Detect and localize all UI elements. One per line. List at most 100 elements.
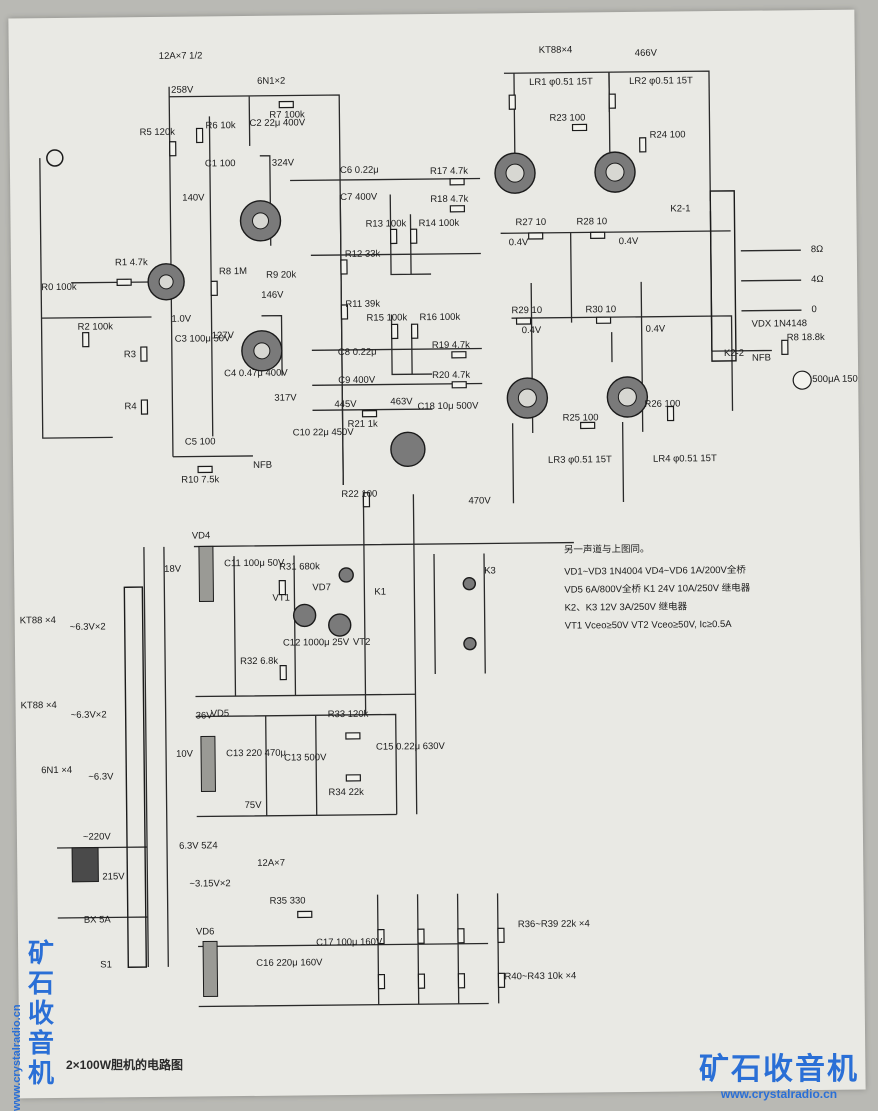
rectifier-tube-5z4	[390, 431, 426, 467]
component-label: NFB	[253, 460, 272, 471]
component-label: R19 4.7k	[432, 340, 470, 351]
component-label: R14 100k	[418, 218, 459, 229]
voltage-label: 463V	[390, 396, 413, 407]
component-label: R12 33k	[345, 249, 381, 260]
component-label: C10 22μ 450V	[293, 427, 355, 439]
component-label: LR1 φ0.51 15T	[529, 76, 593, 88]
component-label: VD5	[211, 708, 230, 719]
component-label: K3	[484, 565, 496, 576]
component-label: R27 10	[515, 217, 546, 228]
component-label: R3	[124, 349, 136, 360]
note-line: K2、K3 12V 3A/250V 继电器	[565, 600, 688, 613]
component-label: C8 0.22μ	[338, 347, 377, 358]
component-label: C17 100μ 160V	[316, 937, 383, 949]
component-label: R35 330	[270, 895, 306, 906]
winding-label: ~6.3V	[88, 771, 114, 782]
component-label: C5 100	[185, 436, 216, 447]
component-label: C18 10μ 500V	[417, 401, 479, 413]
component-label: VD4	[192, 530, 211, 541]
power-socket-icon	[71, 847, 99, 883]
voltage-label: 0.4V	[619, 236, 639, 247]
component-label: R8 1M	[219, 266, 247, 277]
winding-label: 75V	[245, 800, 263, 811]
speaker-tap-8ohm: 8Ω	[811, 244, 824, 255]
winding-label: ~6.3V×2	[70, 621, 106, 632]
transistor-vt1	[292, 603, 317, 628]
component-label: R6 10k	[205, 120, 235, 131]
voltage-label: 466V	[635, 48, 658, 59]
component-label: R16 100k	[419, 312, 460, 323]
component-label: C4 0.47μ 400V	[224, 368, 288, 380]
winding-label: BX 5A	[84, 914, 112, 925]
component-label: R28 10	[576, 216, 607, 227]
component-label: R18 4.7k	[430, 194, 468, 205]
watermark-side-brand: 矿石收音机	[27, 938, 54, 1088]
component-label: C7 400V	[340, 192, 378, 203]
speaker-tap-common: 0	[811, 304, 816, 315]
component-label: C9 400V	[338, 375, 376, 386]
component-label: C1 100	[205, 158, 236, 169]
component-label: C16 220μ 160V	[256, 957, 323, 969]
voltage-label: 470V	[468, 495, 491, 506]
component-label: K1	[374, 587, 386, 598]
winding-label: S1	[100, 959, 112, 970]
winding-label: 215V	[102, 871, 125, 882]
component-label: R7 100k	[269, 109, 305, 120]
component-label: C13 220 470μ	[226, 748, 286, 760]
relay-led-1	[462, 576, 477, 591]
winding-label: 18V	[164, 564, 182, 575]
winding-label: ~3.15V×2	[189, 878, 230, 889]
winding-label: ~6.3V×2	[71, 709, 107, 720]
power-transformer-icon	[123, 586, 148, 968]
bridge-vd4-icon	[198, 545, 214, 602]
component-label: R20 4.7k	[432, 370, 470, 381]
voltage-label: 0.4V	[646, 324, 666, 335]
component-label: R32 6.8k	[240, 656, 278, 667]
winding-label: ~220V	[83, 831, 112, 842]
component-label: R31 680k	[279, 561, 320, 572]
component-label: R17 4.7k	[430, 166, 468, 177]
voltage-label: 140V	[182, 192, 205, 203]
component-label: LR2 φ0.51 15T	[629, 75, 693, 87]
component-label: R9 20k	[266, 269, 296, 280]
component-label: R34 22k	[328, 787, 364, 798]
voltage-label: 1.0V	[171, 314, 191, 325]
component-label: K2-1	[670, 203, 690, 214]
watermark-corner: 矿石收音机 www.crystalradio.cn	[694, 1053, 864, 1101]
component-label: C15 0.22μ 630V	[376, 741, 446, 753]
relay-led-2	[463, 636, 477, 651]
component-label: R25 100	[563, 412, 599, 423]
label-kt88: KT88×4	[539, 45, 573, 56]
notes-title: 另一声道与上图同。	[564, 543, 650, 556]
label-6n1: 6N1×2	[257, 76, 285, 87]
component-label: R4	[124, 401, 136, 412]
component-label: R13 100k	[365, 218, 406, 229]
component-label: 500μA 150Ω	[812, 374, 865, 386]
component-label: R10 7.5k	[181, 474, 219, 485]
watermark-side: 矿石收音机 www.crystalradio.cn	[2, 930, 58, 1111]
winding-label: 12A×7	[257, 858, 285, 869]
note-line: VT1 Vceo≥50V VT2 Vceo≥50V, Ic≥0.5A	[565, 619, 733, 632]
transistor-vt2	[328, 613, 352, 637]
component-label: VD6	[196, 926, 215, 937]
voltage-label: 324V	[272, 157, 295, 168]
component-label: R30 10	[585, 304, 616, 315]
winding-label: 6N1 ×4	[41, 765, 72, 776]
bridge-vd5-icon	[200, 735, 216, 792]
zener-vd7	[338, 567, 354, 583]
component-label: R1 4.7k	[115, 257, 148, 268]
component-label: R23 100	[549, 112, 585, 123]
output-transformer-icon	[709, 190, 737, 362]
watermark-corner-url: www.crystalradio.cn	[720, 1087, 838, 1101]
component-label: R21 1k	[348, 419, 378, 430]
component-label: R11 39k	[345, 299, 380, 310]
voltage-label: 317V	[274, 392, 297, 403]
component-label: C12 1000μ 25V	[283, 637, 350, 649]
component-label: R8 18.8k	[787, 332, 825, 343]
voltage-label: 0.4V	[522, 325, 542, 336]
component-label: NFB	[752, 352, 771, 363]
component-label: R24 100	[650, 129, 686, 140]
component-label: LR3 φ0.51 15T	[548, 454, 612, 466]
component-label: R5 120k	[140, 127, 176, 138]
voltage-label: 127V	[212, 330, 235, 341]
